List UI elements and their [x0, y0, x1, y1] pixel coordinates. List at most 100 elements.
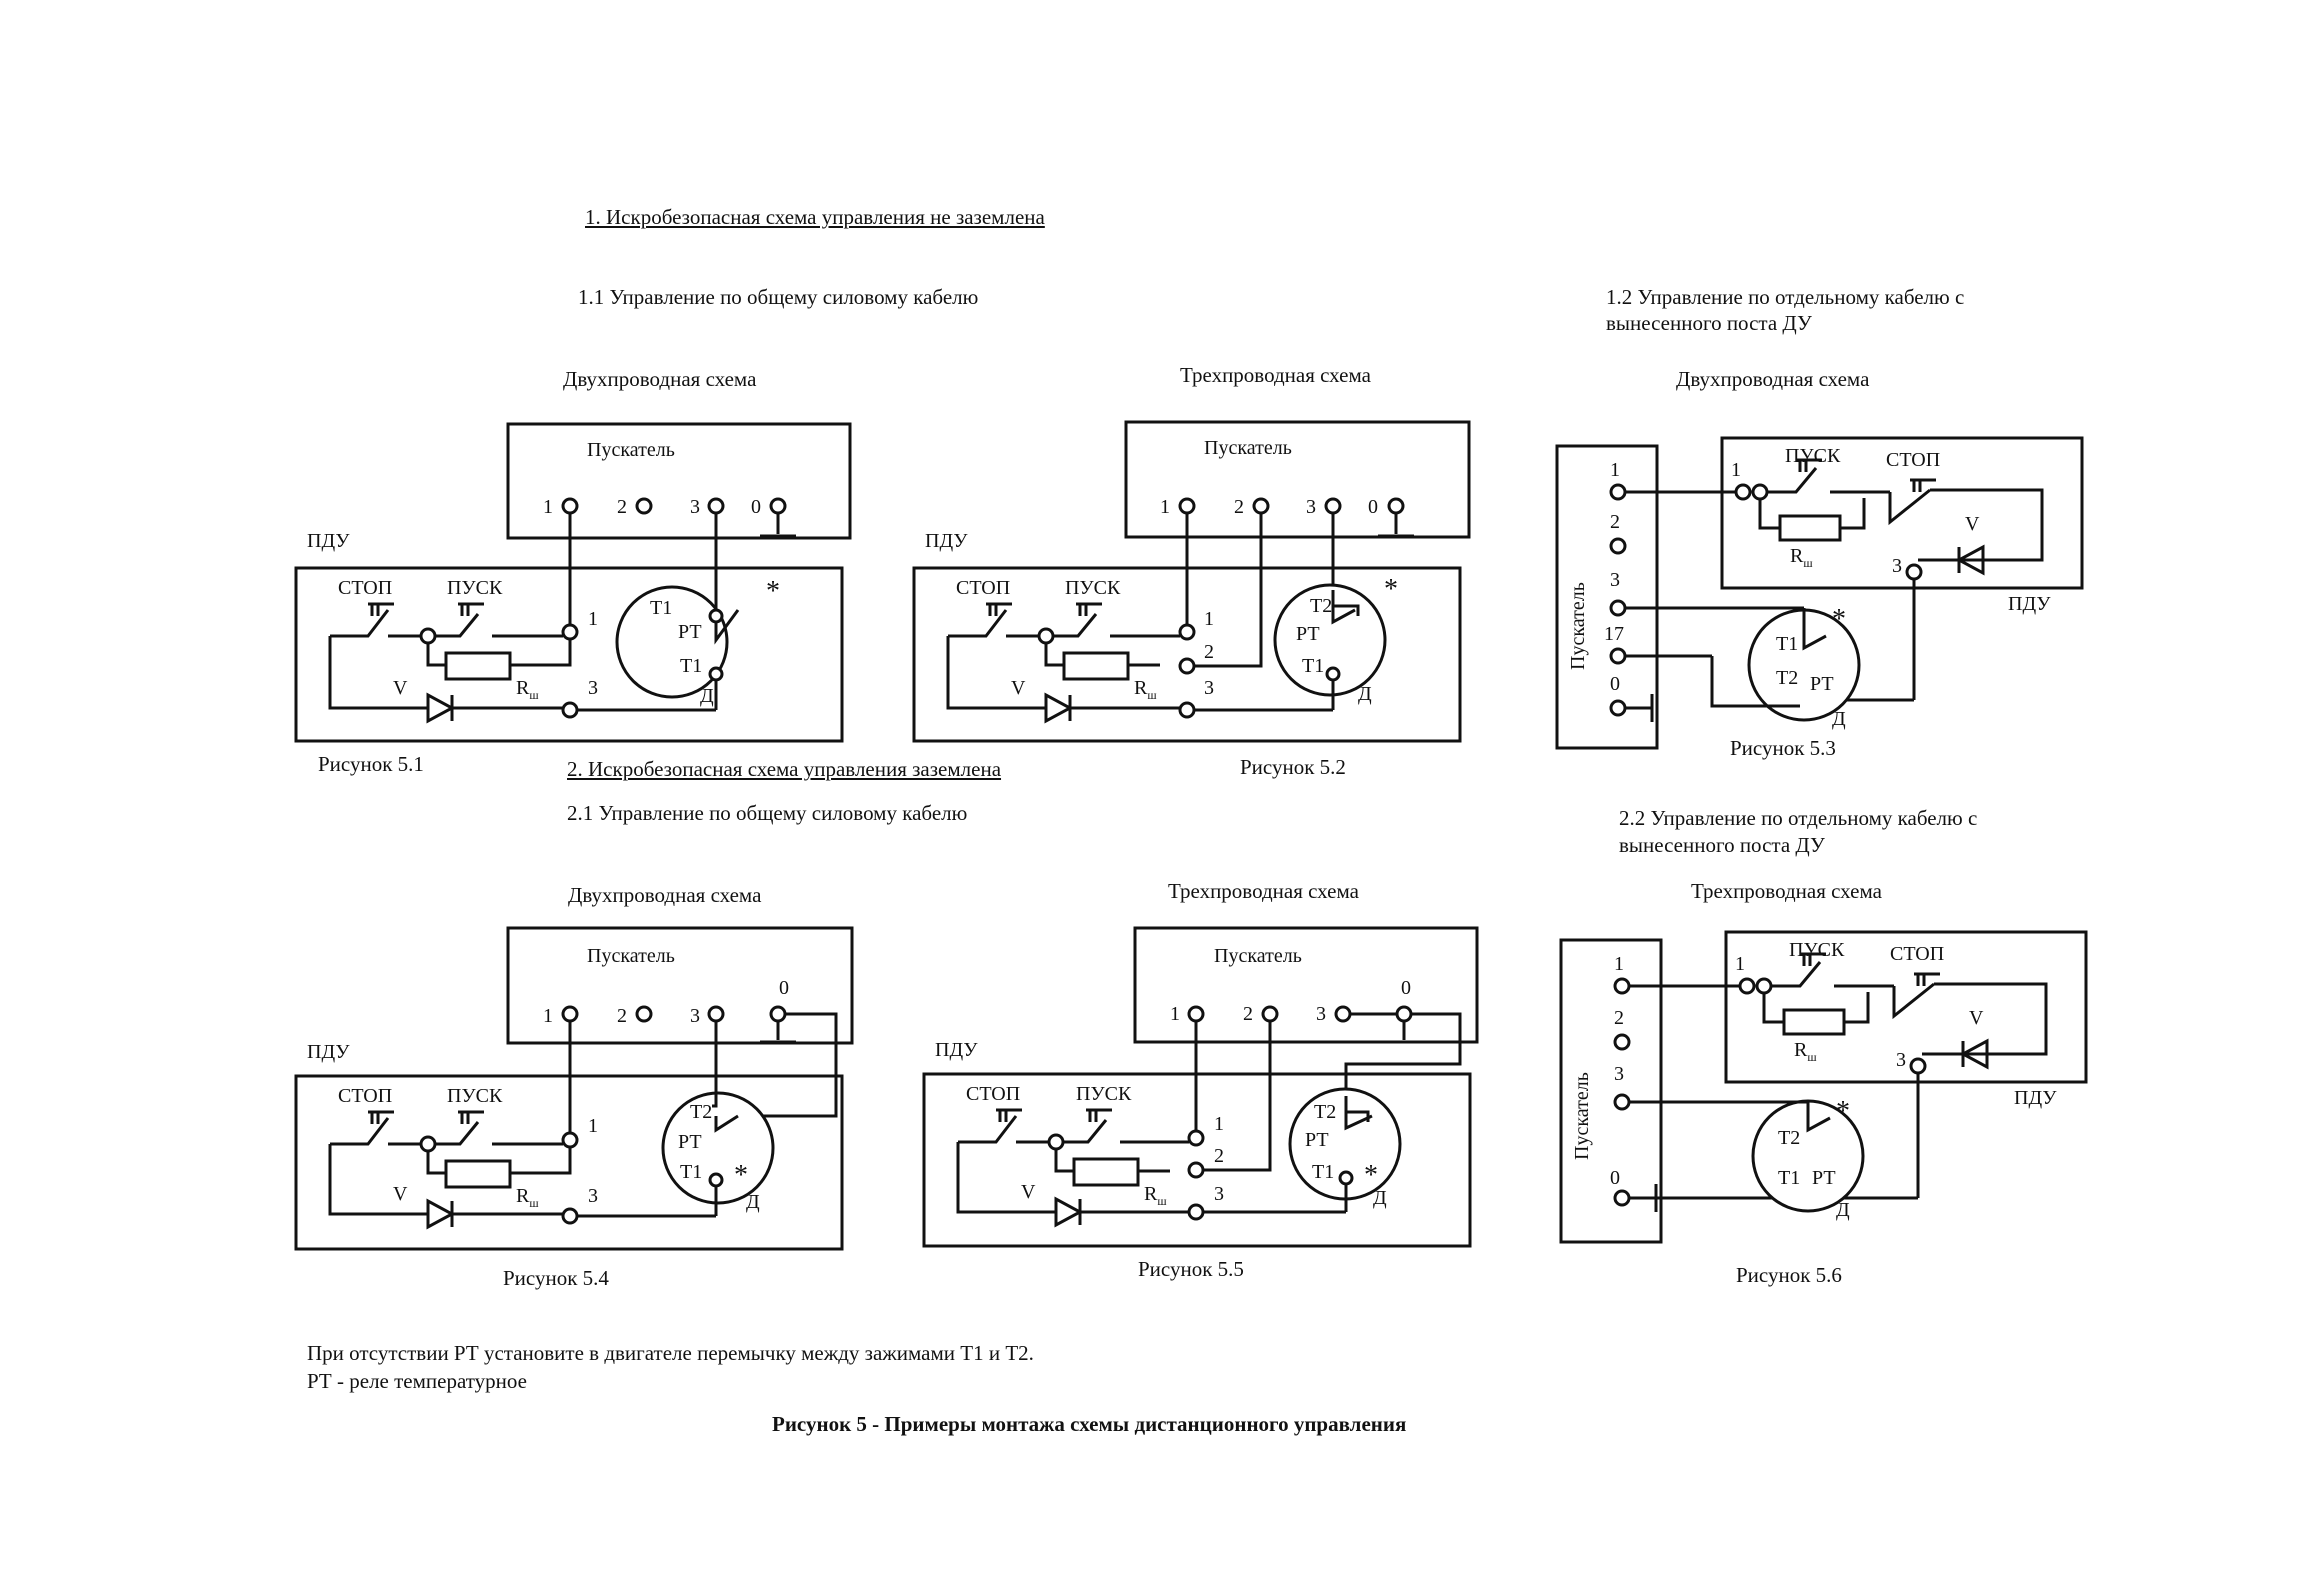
terminal: [1738, 977, 1756, 995]
terminal-num: 17: [1604, 623, 1624, 645]
wire: [1762, 993, 1784, 1024]
pdu-label: ПДУ: [2008, 593, 2051, 615]
wire: [1888, 488, 1931, 526]
terminal-num: 3: [1204, 677, 1214, 699]
terminal: [1395, 1005, 1413, 1023]
terminal-num: 3: [1896, 1049, 1906, 1071]
note-line2: РТ - реле температурное: [307, 1369, 527, 1393]
terminal-num: 1: [1214, 1113, 1224, 1135]
terminal-num: 2: [1610, 511, 1620, 533]
starter-label: Пускатель: [1204, 437, 1292, 459]
wire: [426, 1151, 446, 1175]
terminal: [561, 1207, 579, 1225]
terminal-num: 1: [588, 608, 598, 630]
wire: [948, 609, 1008, 638]
terminal: [1609, 599, 1627, 617]
terminal: [708, 666, 724, 682]
motor-terminal-label: Т1: [1776, 633, 1798, 655]
caption-5-1: Рисунок 5.1: [318, 752, 424, 776]
wire: [1344, 1112, 1373, 1131]
scheme-title-5-1: Двухпроводная схема: [563, 367, 757, 391]
terminal: [708, 608, 724, 624]
resistor: [1072, 1157, 1140, 1187]
wire: [435, 613, 480, 638]
starter-box: [1559, 938, 1663, 1244]
resistor-label: Rш: [1790, 545, 1813, 570]
caption-5-4: Рисунок 5.4: [503, 1266, 609, 1290]
wire: [426, 643, 446, 667]
motor-terminal-label: Т1: [1778, 1167, 1800, 1189]
caption-5-2: Рисунок 5.2: [1240, 755, 1346, 779]
terminal: [708, 1172, 724, 1188]
pdu-box: [1720, 436, 2084, 590]
terminal: [1324, 497, 1342, 515]
terminal: [1613, 1189, 1631, 1207]
pdu-label: ПДУ: [925, 530, 968, 552]
wire: [714, 609, 740, 645]
terminal-num: 1: [543, 496, 553, 518]
subsection-2-2-line2: вынесенного поста ДУ: [1619, 833, 1825, 857]
terminal-num: 3: [1306, 496, 1316, 518]
subsection-1-2-line2: вынесенного поста ДУ: [1606, 311, 1812, 335]
terminal-num: 1: [1614, 953, 1624, 975]
wire: [1054, 1149, 1074, 1173]
terminal-num: 3: [588, 677, 598, 699]
start-label: ПУСК: [1076, 1083, 1132, 1105]
terminal-num: 3: [1610, 569, 1620, 591]
resistor-label-sub: ш: [1803, 556, 1813, 570]
star-mark: *: [1832, 604, 1846, 635]
terminal: [1252, 497, 1270, 515]
terminal: [1047, 1133, 1065, 1151]
terminal-num: 3: [1892, 555, 1902, 577]
caption-5-5: Рисунок 5.5: [1138, 1257, 1244, 1281]
motor-label-d: Д: [700, 685, 714, 707]
wire: [1203, 1021, 1272, 1172]
wire: [1934, 982, 2048, 1056]
caption-5-6: Рисунок 5.6: [1736, 1263, 1842, 1287]
resistor-label-sub: ш: [529, 1196, 539, 1210]
terminal: [1609, 699, 1627, 717]
scheme-title-5-2: Трехпроводная схема: [1180, 363, 1371, 387]
motor-terminal-label: Т2: [690, 1101, 712, 1123]
motor-terminal-label: РТ: [1296, 623, 1320, 645]
terminal: [635, 497, 653, 515]
diode-v: [426, 692, 456, 724]
pdu-label: ПДУ: [307, 530, 350, 552]
wire: [330, 1117, 390, 1146]
resistor-label-sub: ш: [1147, 688, 1157, 702]
terminal: [707, 497, 725, 515]
starter-label: Пускатель: [1214, 945, 1302, 967]
wire: [1771, 961, 1822, 988]
starter-box: [1133, 926, 1479, 1044]
terminal: [1613, 1093, 1631, 1111]
terminal: [419, 1135, 437, 1153]
motor-terminal-label: РТ: [1305, 1129, 1329, 1151]
terminal-num: 0: [751, 496, 761, 518]
motor-terminal-label: РТ: [1812, 1167, 1836, 1189]
wire: [1802, 628, 1827, 651]
motor-terminal-label: РТ: [678, 621, 702, 643]
section1-heading: 1. Искробезопасная схема управления не з…: [585, 205, 1045, 229]
terminal-num: 0: [1610, 673, 1620, 695]
wire: [1044, 643, 1064, 667]
terminal-num: 2: [1243, 1003, 1253, 1025]
figure-caption: Рисунок 5 - Примеры монтажа схемы дистан…: [772, 1412, 1407, 1436]
diode-v: [426, 1198, 456, 1230]
terminal-num: 1: [1735, 953, 1745, 975]
terminal-num: 1: [588, 1115, 598, 1137]
terminal: [1187, 1161, 1205, 1179]
pdu-label: ПДУ: [307, 1041, 350, 1063]
diode-label: V: [1011, 677, 1026, 699]
resistor: [1778, 514, 1842, 542]
wire: [1840, 498, 1866, 530]
wire: [1806, 1102, 1831, 1133]
terminal: [1187, 1203, 1205, 1221]
resistor-label: Rш: [1144, 1183, 1167, 1208]
wire: [1930, 488, 2044, 562]
wire: [1331, 590, 1360, 616]
motor-label-d: Д: [1832, 708, 1846, 730]
star-mark: *: [766, 576, 780, 607]
